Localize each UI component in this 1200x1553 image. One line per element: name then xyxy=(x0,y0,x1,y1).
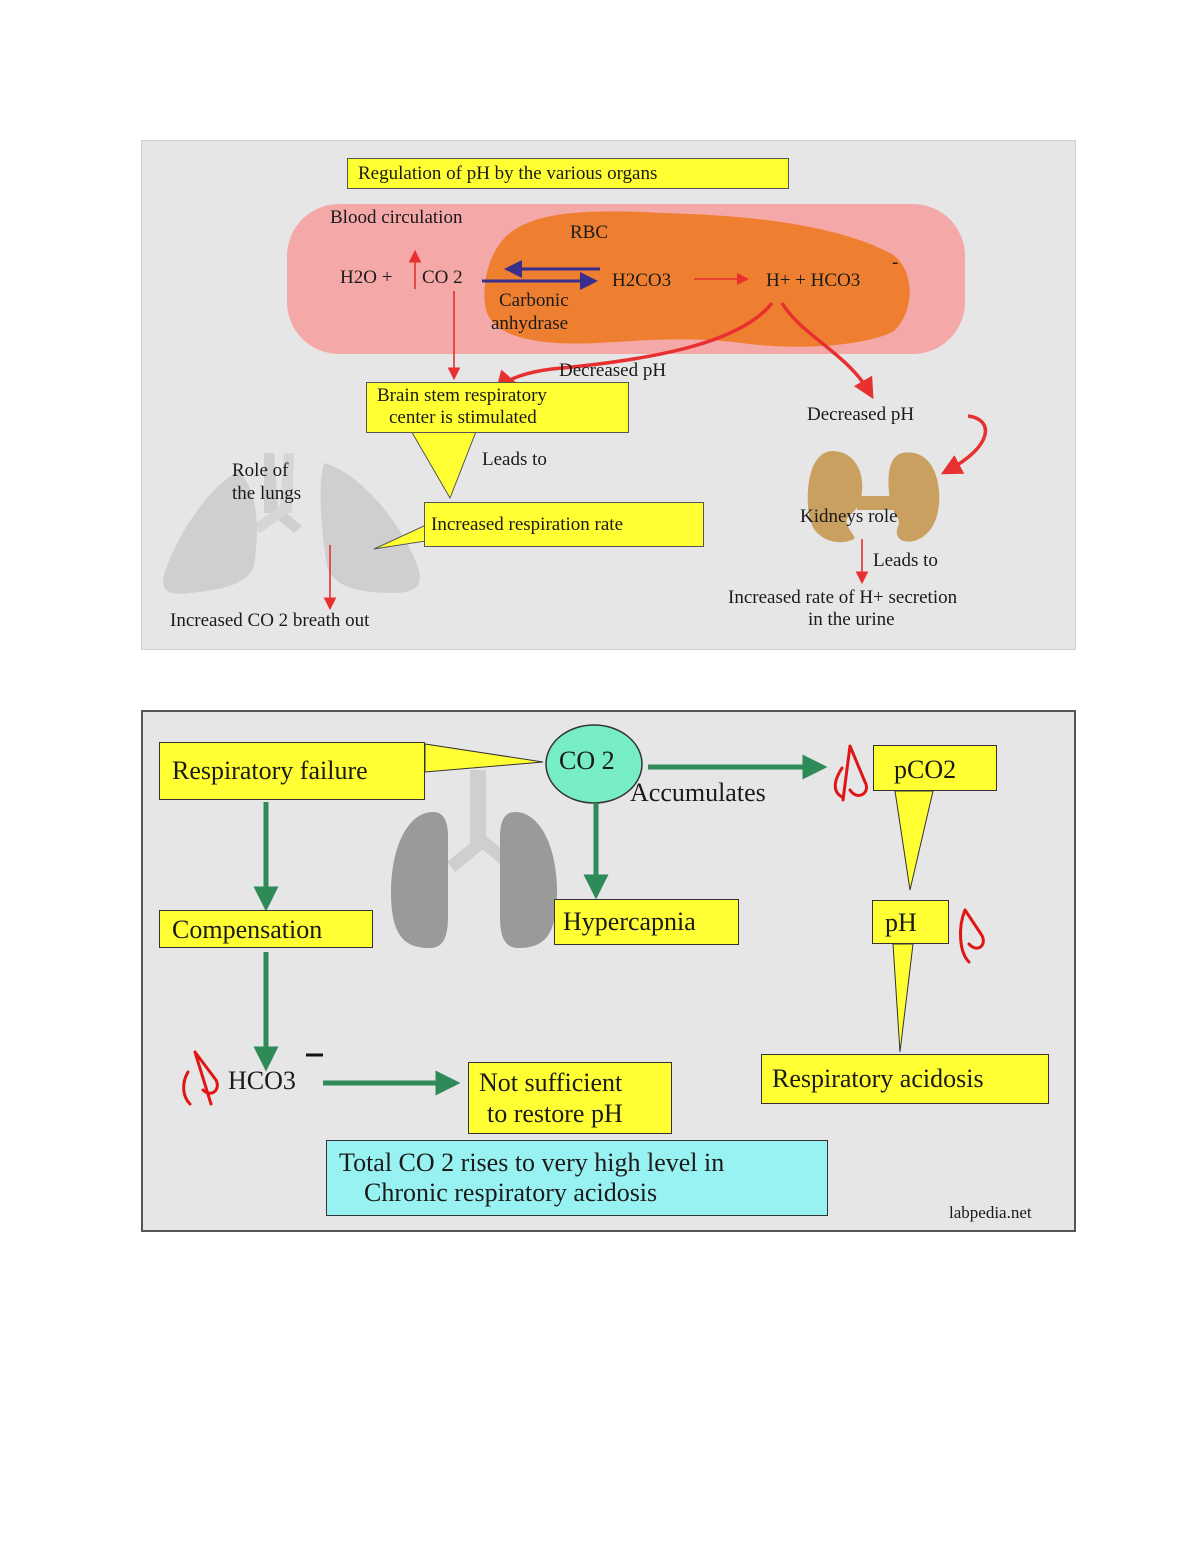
h-secretion-1: Increased rate of H+ secretion xyxy=(728,587,958,608)
pco2-box: pCO2 xyxy=(873,745,997,791)
decreased-ph-right: Decreased pH xyxy=(807,404,915,425)
pco2-label: pCO2 xyxy=(894,755,957,784)
resp-failure-callout-tail xyxy=(424,743,544,773)
blood-circulation-label: Blood circulation xyxy=(330,207,463,228)
compensation-box: Compensation xyxy=(159,910,373,948)
brain-callout-tail xyxy=(409,428,478,500)
anhydrase-label: anhydrase xyxy=(491,313,569,334)
hypercapnia-label: Hypercapnia xyxy=(563,907,696,936)
respiratory-acidosis-box: Respiratory acidosis xyxy=(761,1054,1049,1104)
respiratory-acidosis-panel: Respiratory failure CO 2 Accumulates pCO… xyxy=(141,710,1076,1232)
respiratory-acidosis-label: Respiratory acidosis xyxy=(772,1064,984,1093)
panel1-title: Regulation of pH by the various organs xyxy=(358,163,658,184)
equation-h2o: H2O + xyxy=(340,267,393,288)
not-sufficient-line1: Not sufficient xyxy=(479,1068,623,1097)
brain-stem-line2: center is stimulated xyxy=(389,407,537,428)
ph-label: pH xyxy=(885,908,917,937)
equation-h2co3: H2CO3 xyxy=(612,270,672,291)
not-sufficient-box: Not sufficient to restore pH xyxy=(468,1062,672,1134)
ph-callout-tail xyxy=(892,943,914,1053)
handwritten-up-arrow-icon xyxy=(833,744,868,802)
brain-stem-box: Brain stem respiratory center is stimula… xyxy=(366,382,629,433)
lungs-icon xyxy=(391,770,557,948)
co2-label: CO 2 xyxy=(559,746,615,775)
increased-respiration-box: Increased respiration rate xyxy=(424,502,704,547)
equation-ion-charge: - xyxy=(892,252,899,273)
kidneys-role-label: Kidneys role xyxy=(800,506,898,527)
pco2-callout-tail xyxy=(894,790,934,891)
hco3-label: HCO3 xyxy=(228,1066,296,1095)
h-secretion-2: in the urine xyxy=(808,609,895,630)
role-of-lungs-2: the lungs xyxy=(232,483,302,504)
decreased-ph-left: Decreased pH xyxy=(559,360,667,381)
leads-to-left: Leads to xyxy=(482,449,547,470)
equation-co2: CO 2 xyxy=(422,267,463,288)
increased-co2-label: Increased CO 2 breath out xyxy=(170,610,370,631)
ph-regulation-panel: Regulation of pH by the various organs B… xyxy=(141,140,1076,650)
total-co2-line1: Total CO 2 rises to very high level in xyxy=(339,1148,725,1177)
not-sufficient-line2: to restore pH xyxy=(487,1099,623,1128)
hypercapnia-box: Hypercapnia xyxy=(554,899,739,945)
total-co2-line2: Chronic respiratory acidosis xyxy=(364,1178,658,1207)
role-of-lungs-1: Role of xyxy=(232,460,289,481)
accumulates-label: Accumulates xyxy=(630,778,766,807)
handwritten-down-arrow-icon-hco3 xyxy=(182,1050,219,1106)
respiratory-failure-label: Respiratory failure xyxy=(172,756,368,785)
handwritten-down-arrow-icon xyxy=(959,908,985,964)
lungs-icon xyxy=(163,453,420,594)
compensation-label: Compensation xyxy=(172,915,323,944)
brain-stem-line1: Brain stem respiratory xyxy=(377,385,547,406)
ph-box: pH xyxy=(872,900,949,944)
leads-to-right: Leads to xyxy=(873,550,938,571)
panel1-graphics xyxy=(163,204,988,611)
panel2-graphics xyxy=(182,724,985,1106)
respiratory-failure-box: Respiratory failure xyxy=(159,742,425,800)
equation-ions: H+ + HCO3 xyxy=(766,270,861,291)
kidneys-icon xyxy=(807,451,940,543)
panel1-title-box: Regulation of pH by the various organs xyxy=(347,158,789,189)
rbc-label: RBC xyxy=(570,222,609,243)
total-co2-note: Total CO 2 rises to very high level in C… xyxy=(326,1140,828,1216)
carbonic-label: Carbonic xyxy=(499,290,569,311)
source-credit: labpedia.net xyxy=(949,1203,1032,1222)
increased-respiration-label: Increased respiration rate xyxy=(431,514,624,535)
